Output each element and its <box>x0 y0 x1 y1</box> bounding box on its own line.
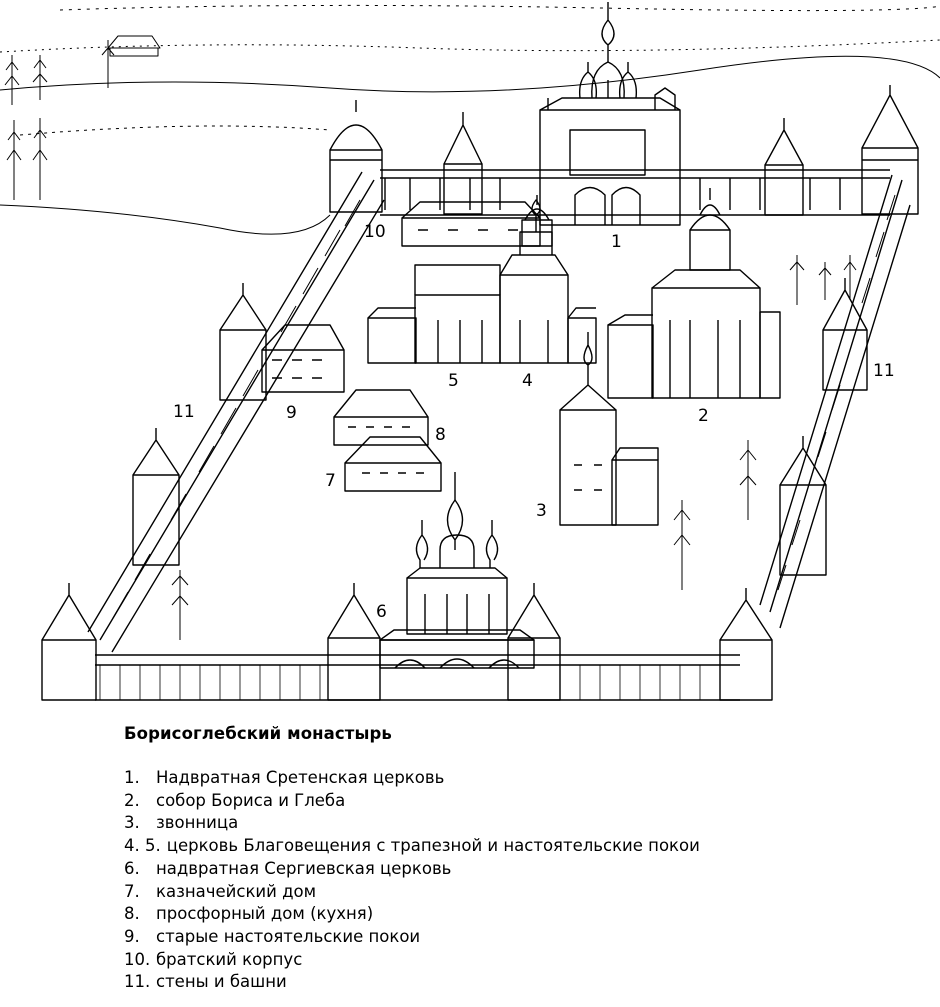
marker-11-right: 11 <box>873 361 895 381</box>
legend-text: старые настоятельские покои <box>156 926 421 946</box>
building-3-bell-tower <box>559 332 659 526</box>
legend-text: собор Бориса и Глеба <box>156 790 346 810</box>
legend-number: 11. <box>124 972 151 992</box>
diagram-markers: 1 2 3 4 5 6 7 8 9 10 11 11 <box>173 222 895 622</box>
legend-number: 4. 5. <box>124 836 161 856</box>
marker-8: 8 <box>435 425 446 445</box>
marker-5: 5 <box>448 371 459 391</box>
marker-7: 7 <box>325 471 336 491</box>
building-2-cathedral <box>607 188 781 399</box>
legend-item: 1. Надвратная Сретенская церковь <box>124 767 924 790</box>
legend-text: звонница <box>156 813 239 833</box>
legend-number: 6. <box>124 858 140 878</box>
monastery-walls <box>87 169 911 701</box>
building-6-sergievskaya-church <box>379 472 535 669</box>
marker-4: 4 <box>522 371 533 391</box>
tower-right-low <box>779 436 827 576</box>
tower-front-left <box>41 583 97 701</box>
building-8-prosphora-house <box>333 389 429 446</box>
legend-item: 2. собор Бориса и Глеба <box>124 790 924 813</box>
tower-left-low <box>132 428 180 566</box>
legend-item: 8. просфорный дом (кухня) <box>124 903 924 926</box>
legend-text: Надвратная Сретенская церковь <box>156 768 445 787</box>
legend-item: 7. казначейский дом <box>124 881 924 904</box>
legend-item: 6. надвратная Сергиевская церковь <box>124 858 924 881</box>
bare-trees <box>4 40 857 640</box>
building-7-treasury-house <box>344 436 442 492</box>
caption-title: Борисоглебский монастырь <box>124 724 392 743</box>
legend-number: 9. <box>124 926 140 946</box>
legend-item: 3. звонница <box>124 812 924 835</box>
building-9-old-chambers <box>261 324 345 393</box>
tower-front-mid-left <box>327 583 381 701</box>
marker-6: 6 <box>376 602 387 622</box>
legend-item: 4. 5.церковь Благовещения с трапезной и … <box>124 835 924 858</box>
tower-right-corner <box>861 85 919 215</box>
legend-text: церковь Благовещения с трапезной и насто… <box>166 836 700 856</box>
legend-text: казначейский дом <box>156 881 317 901</box>
legend-item: 10.братский корпус <box>124 949 924 972</box>
legend-item: 9. старые настоятельские покои <box>124 926 924 949</box>
building-4-5-annunciation-church <box>367 199 597 364</box>
legend-text: просфорный дом (кухня) <box>156 904 374 924</box>
tower-back-left <box>329 100 383 213</box>
legend-item: 11.стены и башни <box>124 971 924 994</box>
legend-list: 1. Надвратная Сретенская церковь 2. собор … <box>124 767 924 994</box>
landscape <box>0 4 940 235</box>
tower-right-mid <box>822 278 868 391</box>
monastery-drawing: 1 2 3 4 5 6 7 8 9 10 11 11 <box>0 2 940 701</box>
legend-text: надвратная Сергиевская церковь <box>156 858 452 878</box>
marker-9: 9 <box>286 403 297 423</box>
marker-11-left: 11 <box>173 402 195 422</box>
legend-text: стены и башни <box>156 972 287 992</box>
legend-number: 1. <box>124 768 140 787</box>
marker-1: 1 <box>611 232 622 252</box>
tower-left-mid <box>219 283 267 401</box>
tower-back-mid <box>443 112 483 215</box>
tower-front-right <box>719 588 773 701</box>
legend-text: братский корпус <box>156 949 303 969</box>
building-1-sretenskaya-church <box>539 2 681 226</box>
marker-3: 3 <box>536 501 547 521</box>
marker-2: 2 <box>698 406 709 426</box>
legend-number: 8. <box>124 904 140 924</box>
legend-number: 2. <box>124 790 140 810</box>
legend-number: 10. <box>124 949 151 969</box>
caption: Борисоглебский монастырь 1. Надвратная Ср… <box>124 724 924 994</box>
marker-10: 10 <box>364 222 386 242</box>
building-10-bratsky-korpus <box>401 195 553 247</box>
tower-front-mid-right <box>507 583 561 701</box>
legend-number: 3. <box>124 813 140 833</box>
legend-number: 7. <box>124 881 140 901</box>
tower-back-right <box>764 118 804 216</box>
